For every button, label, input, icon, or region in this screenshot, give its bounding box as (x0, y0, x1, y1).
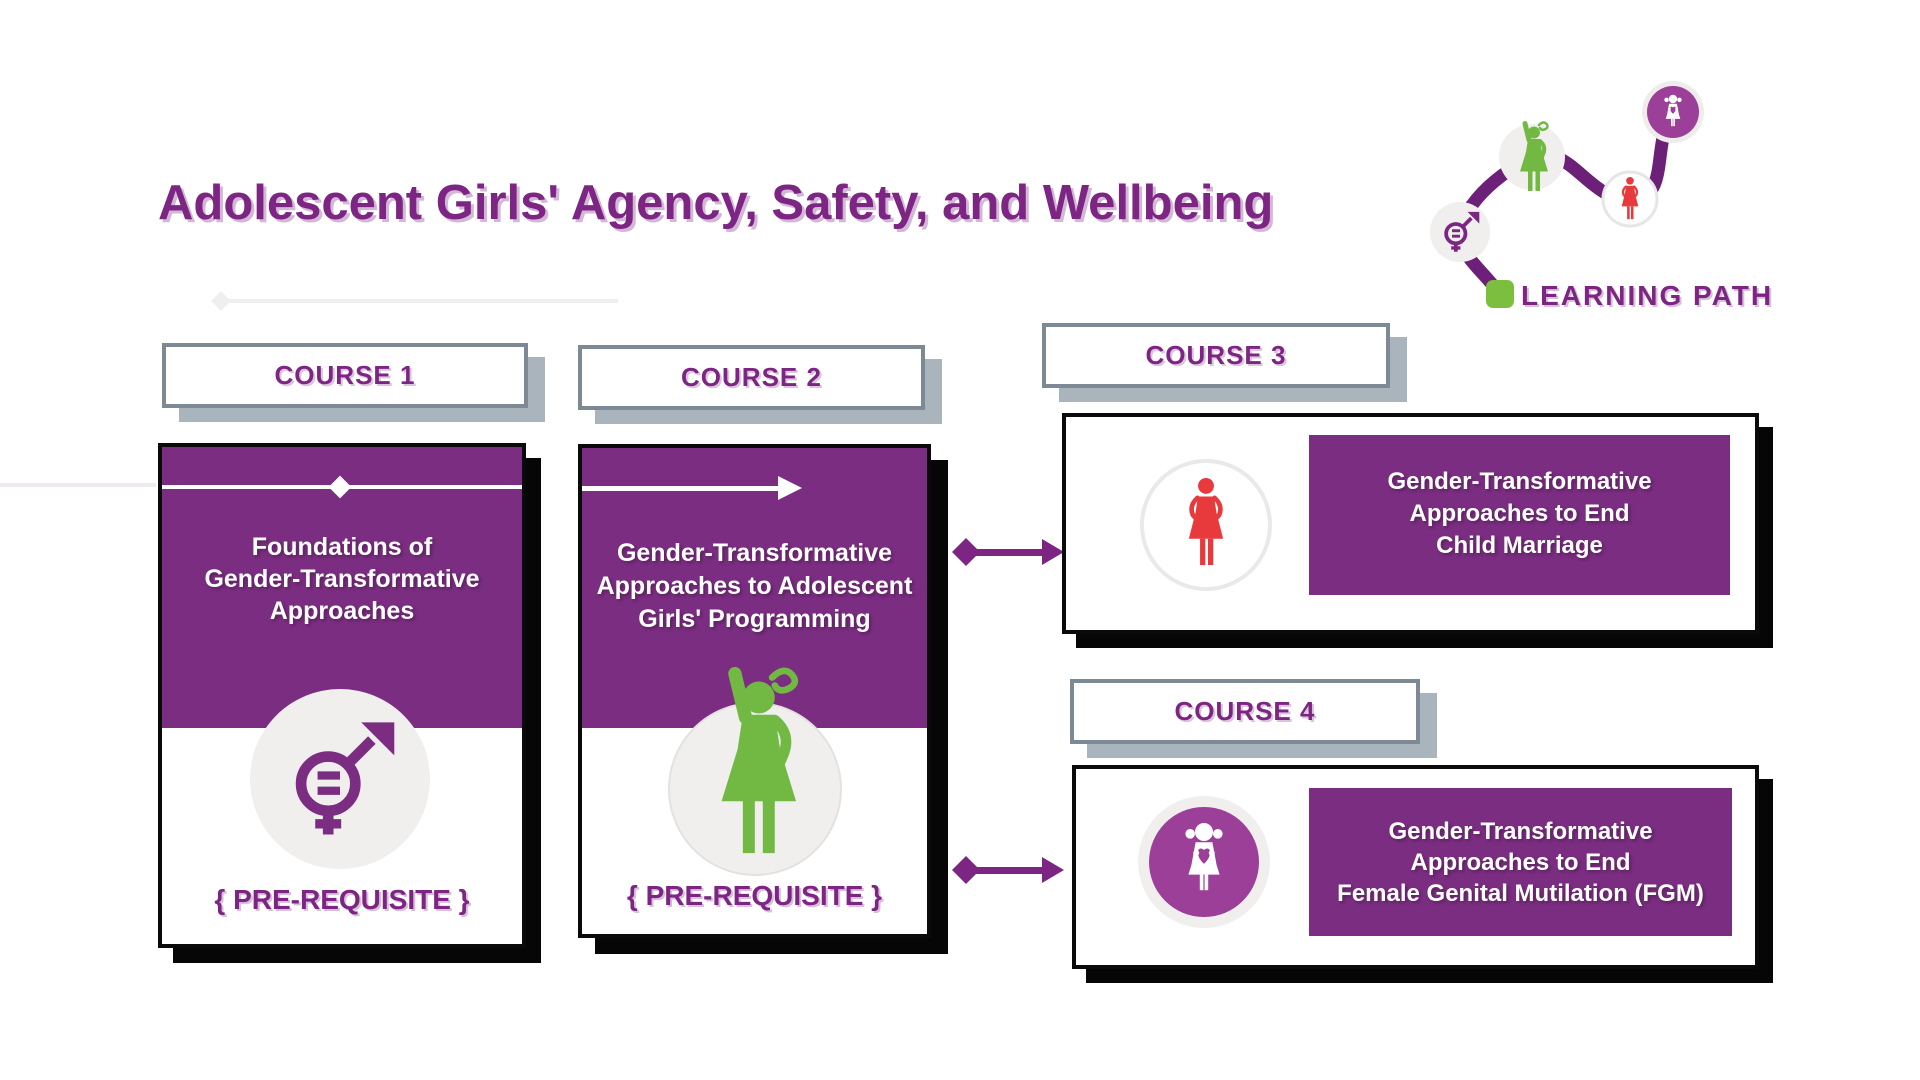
woman-icon (1173, 476, 1239, 575)
course-2-prerequisite-note: { PRE-REQUISITE } (626, 880, 883, 911)
course-3-card: Gender-Transformative Approaches to End … (1062, 413, 1759, 634)
green-square-marker (1486, 280, 1514, 308)
gender-equality-icon (281, 720, 399, 838)
learning-path-label: LEARNING PATH (1521, 280, 1774, 311)
course-4-title-line: Approaches to End (1410, 849, 1631, 876)
course-1-header: COURSE 1 (162, 343, 528, 408)
course-2-title: Gender-Transformative Approaches to Adol… (582, 537, 927, 636)
course-2-header-label: COURSE 2 (681, 362, 822, 392)
course-4-title-line: Female Genital Mutilation (FGM) (1337, 880, 1704, 907)
girl-raising-hand-icon (687, 664, 820, 864)
course-2-banner: Gender-Transformative Approaches to Adol… (582, 448, 927, 728)
course-4-icon-ring (1138, 796, 1270, 928)
learning-path-decoration (1430, 81, 1704, 308)
course-3-icon-circle (1140, 459, 1272, 591)
ghost-line-left (0, 483, 156, 487)
page-title: Adolescent Girls' Agency, Safety, and We… (158, 176, 1274, 230)
course-1-icon-circle (250, 689, 430, 869)
course-4-card: Gender-Transformative Approaches to End … (1072, 765, 1759, 969)
course-4-title-box: Gender-Transformative Approaches to End … (1309, 788, 1732, 936)
ghost-line (226, 299, 618, 303)
course-2-title-line: Approaches to Adolescent (596, 572, 913, 600)
course-3-header-label: COURSE 3 (1145, 340, 1287, 370)
course-2-title-line: Gender-Transformative (616, 539, 893, 567)
course-4-header: COURSE 4 (1070, 679, 1420, 744)
course-3-title-box: Gender-Transformative Approaches to End … (1309, 435, 1730, 595)
course-1-prerequisite-note: { PRE-REQUISITE } (214, 884, 470, 915)
course-1-title-line: Approaches (269, 597, 415, 625)
double-arrow-course4 (952, 856, 1064, 884)
course-3-header: COURSE 3 (1042, 323, 1390, 388)
course-3-title-line: Approaches to End (1409, 500, 1630, 527)
course-2-card: Gender-Transformative Approaches to Adol… (578, 444, 931, 938)
white-arrow-right (582, 476, 802, 500)
course-2-header: COURSE 2 (578, 345, 925, 410)
course-4-icon-circle (1149, 807, 1259, 917)
course-2-title-line: Girls' Programming (638, 605, 871, 633)
girl-holding-heart-icon (1185, 823, 1223, 891)
course-1-banner: Foundations of Gender-Transformative App… (162, 447, 522, 728)
course-3-title-line: Child Marriage (1436, 532, 1603, 559)
course-3-title-line: Gender-Transformative (1387, 468, 1652, 495)
course-1-title: Foundations of Gender-Transformative App… (162, 531, 522, 627)
course-1-title-line: Foundations of (251, 533, 433, 561)
double-arrow-course3 (952, 538, 1064, 566)
course-1-card: Foundations of Gender-Transformative App… (158, 443, 526, 948)
course-1-title-line: Gender-Transformative (204, 565, 480, 593)
course-1-header-label: COURSE 1 (274, 360, 416, 390)
course-4-title-line: Gender-Transformative (1388, 818, 1653, 845)
course-1-line-diamond (328, 475, 352, 499)
course-4-header-label: COURSE 4 (1174, 696, 1316, 726)
